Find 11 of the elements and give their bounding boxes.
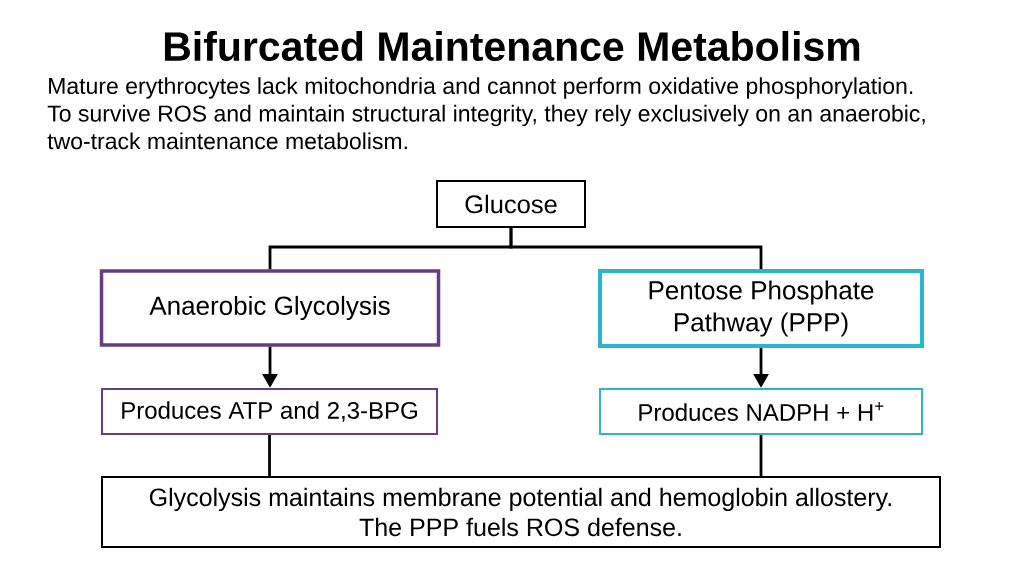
product-box: Produces NADPH + H$^{+}$ [599, 388, 923, 435]
start-box: Glucose [436, 180, 586, 228]
connector-line [268, 435, 271, 476]
summary-box: Glycolysis maintains membrane potential and hemoglobin allostery. The PPP fuels ROS defense. [101, 476, 941, 548]
title: Bifurcated Maintenance Metabolism [164, 30, 860, 62]
pathway-box: Pentose Phosphate Pathway (PPP) [598, 269, 924, 348]
connector-line [759, 435, 763, 476]
pathway-box: Anaerobic Glycolysis [99, 269, 441, 347]
connector-line [509, 228, 763, 269]
intro-text: Mature erythrocytes lack mitochondria and cannot perform oxidative phosphorylation. To survive ROS and maintain structural integrity, they rely exclusively on an anaerobic, two-track maintenance metabolism. [47, 77, 925, 150]
product-box: Produces ATP and 2,3-BPG [101, 388, 438, 435]
